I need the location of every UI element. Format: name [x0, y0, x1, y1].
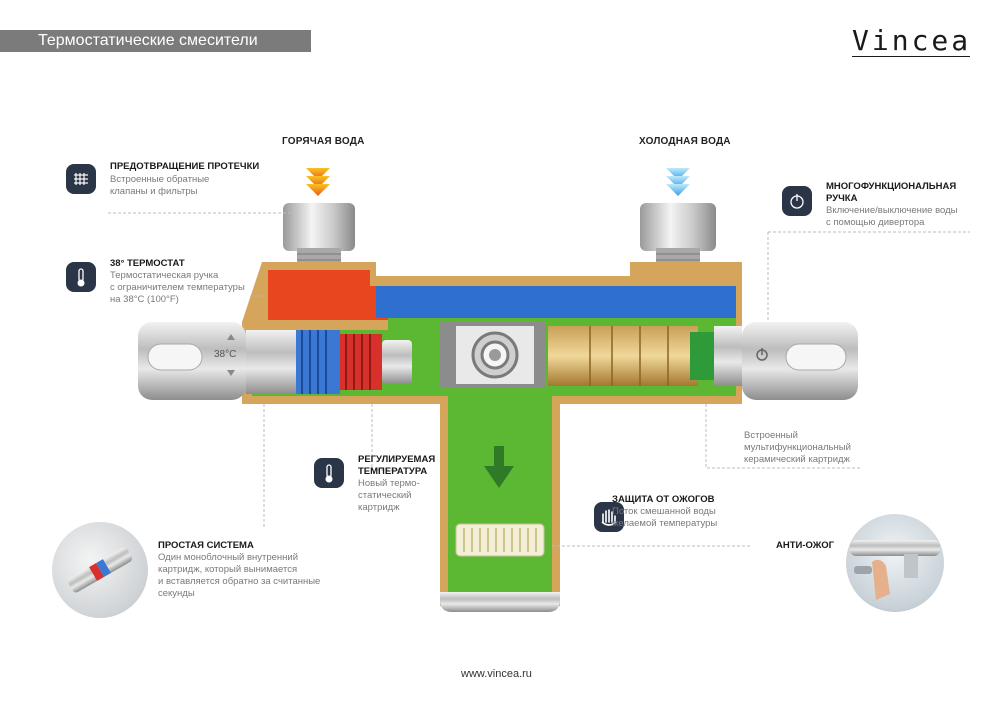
simple-desc-4: секунды	[158, 588, 195, 599]
simple-title: ПРОСТАЯ СИСТЕМА	[158, 540, 254, 551]
multihandle-title-2: РУЧКА	[826, 193, 858, 204]
regulated-title-2: ТЕМПЕРАТУРА	[358, 466, 428, 477]
antiscald-photo	[846, 514, 944, 612]
brand-logo: Vincea	[852, 24, 972, 57]
thermostatic-cartridge	[246, 330, 412, 394]
simple-desc-1: Один моноблочный внутренний	[158, 552, 299, 563]
cold-inlet-nut	[640, 203, 716, 272]
cartridge-desc-1: Встроенный	[744, 430, 798, 441]
leak-desc-2: клапаны и фильтры	[110, 186, 198, 197]
scald-desc-1: Поток смешанной воды	[612, 506, 716, 517]
page-title: Термостатические смесители	[38, 32, 258, 49]
scald-desc-2: желаемой температуры	[612, 518, 718, 529]
filter-icon	[66, 164, 96, 194]
scald-title: ЗАЩИТА ОТ ОЖОГОВ	[612, 494, 715, 505]
hot-inlet-nut	[283, 203, 355, 272]
cartridge-desc-2: мультифункциональный	[744, 442, 851, 453]
multihandle-desc-1: Включение/выключение воды	[826, 205, 958, 216]
flow-down-arrow	[484, 446, 514, 488]
multihandle-desc-2: с помощью дивертора	[826, 217, 925, 228]
handle-temp-label: 38°C	[214, 349, 237, 360]
regulated-title-1: РЕГУЛИРУЕМАЯ	[358, 454, 436, 465]
cartridge-photo	[52, 522, 148, 618]
thermostat-desc-1: Термостатическая ручка	[110, 270, 219, 281]
power-icon	[782, 186, 812, 216]
ceramic-cartridge	[548, 326, 742, 386]
leak-title: ПРЕДОТВРАЩЕНИЕ ПРОТЕЧКИ	[110, 161, 260, 172]
header-bar	[0, 30, 311, 52]
hot-water-label: ГОРЯЧАЯ ВОДА	[282, 136, 365, 147]
simple-desc-2: картридж, который вынимается	[158, 564, 298, 575]
thermometer-icon	[66, 262, 96, 292]
aerator	[455, 523, 545, 557]
spout-outlet	[440, 592, 560, 612]
diverter-core	[440, 322, 546, 388]
cold-water-channel	[376, 286, 736, 318]
hand-icon	[594, 502, 624, 532]
regulated-desc-3: картридж	[358, 502, 400, 513]
cartridge-desc-3: керамический картридж	[744, 454, 850, 465]
leak-desc-1: Встроенные обратные	[110, 174, 210, 185]
thermostat-desc-3: на 38°С (100°F)	[110, 294, 179, 305]
cold-inlet-arrow	[666, 168, 690, 196]
regulated-desc-2: статический	[358, 490, 412, 501]
multifunction-handle	[742, 322, 858, 400]
leader-lines	[108, 212, 970, 547]
brand-underline	[852, 56, 970, 57]
footer-url[interactable]: www.vincea.ru	[461, 668, 532, 680]
simple-desc-3: и вставляется обратно за считанные	[158, 576, 321, 587]
antiscald-title: АНТИ-ОЖОГ	[776, 540, 835, 551]
hot-water-chamber	[268, 270, 388, 320]
thermostat-desc-2: с ограничителем температуры	[110, 282, 245, 293]
thermostat-title: 38° ТЕРМОСТАТ	[110, 258, 185, 269]
regulated-desc-1: Новый термо-	[358, 478, 420, 489]
cold-water-label: ХОЛОДНАЯ ВОДА	[639, 136, 731, 147]
thermometer-icon	[314, 458, 344, 488]
thermostat-handle	[138, 322, 246, 400]
multihandle-title-1: МНОГОФУНКЦИОНАЛЬНАЯ	[826, 181, 957, 192]
hot-inlet-arrow	[306, 168, 330, 196]
